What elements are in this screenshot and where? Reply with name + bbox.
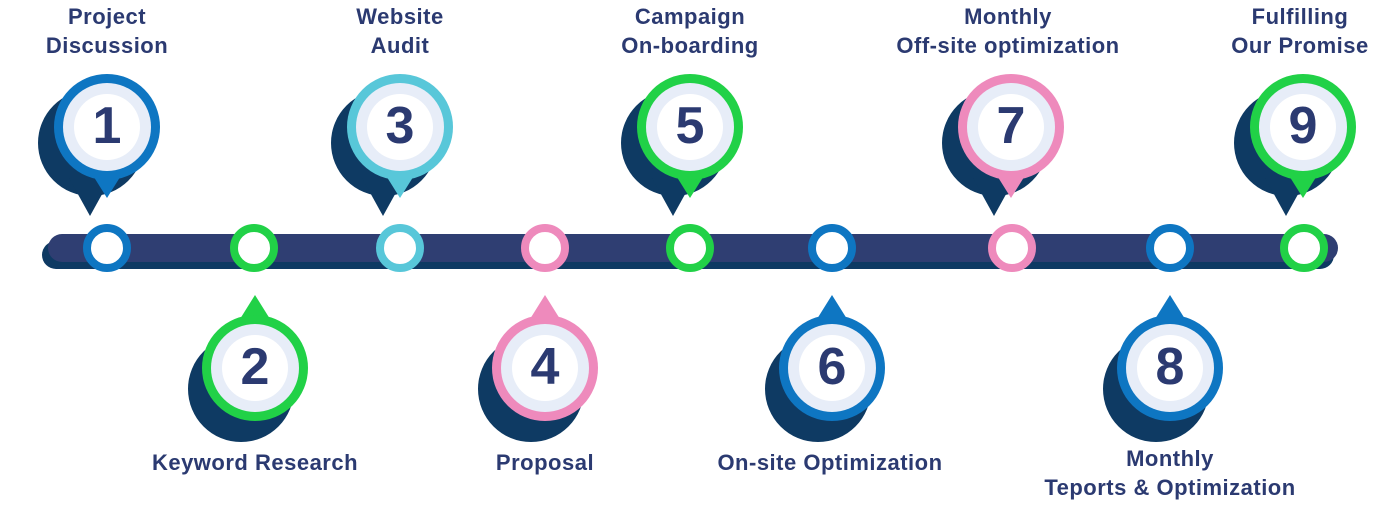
label-step-1: Project Discussion: [45, 4, 169, 58]
step-number: 5: [675, 97, 705, 155]
timeline-node-8: [1146, 224, 1194, 272]
timeline-node-3: [376, 224, 424, 272]
pin-circle: 5: [637, 74, 743, 180]
timeline-node-6: [808, 224, 856, 272]
label-step-4: Proposal: [495, 450, 595, 475]
pin-circle: 7: [958, 74, 1064, 180]
pin-circle: 2: [202, 315, 308, 421]
step-number: 4: [530, 338, 560, 396]
pin-step-6: 6: [765, 295, 885, 442]
label-step-9: Fulfilling Our Promise: [1231, 4, 1369, 58]
pin-circle: 8: [1117, 315, 1223, 421]
label-step-5: Campaign On-boarding: [621, 4, 759, 58]
pin-step-2: 2: [188, 295, 308, 442]
pin-step-7: 7: [942, 74, 1064, 216]
pin-circle: 3: [347, 74, 453, 180]
pin-circle: 6: [779, 315, 885, 421]
timeline-node-4: [521, 224, 569, 272]
step-number: 3: [385, 97, 415, 155]
label-step-6: On-site Optimization: [717, 450, 943, 475]
step-number: 6: [817, 338, 847, 396]
pin-step-5: 5: [621, 74, 743, 216]
step-number: 2: [240, 338, 270, 396]
pin-step-8: 8: [1103, 295, 1223, 442]
label-step-7: Monthly Off-site optimization: [896, 4, 1120, 58]
label-step-8: Monthly Teports & Optimization: [1044, 446, 1296, 500]
pin-circle: 1: [54, 74, 160, 180]
pin-circle: 9: [1250, 74, 1356, 180]
pin-step-4: 4: [478, 295, 598, 442]
pin-step-1: 1: [38, 74, 160, 216]
timeline-node-5: [666, 224, 714, 272]
timeline-node-2: [230, 224, 278, 272]
pin-step-3: 3: [331, 74, 453, 216]
timeline-node-9: [1280, 224, 1328, 272]
step-number: 1: [92, 97, 122, 155]
step-number: 8: [1155, 338, 1185, 396]
step-number: 7: [996, 97, 1026, 155]
label-step-3: Website Audit: [356, 4, 444, 58]
step-number: 9: [1288, 97, 1318, 155]
pin-circle: 4: [492, 315, 598, 421]
timeline-node-7: [988, 224, 1036, 272]
timeline-node-1: [83, 224, 131, 272]
label-step-2: Keyword Research: [151, 450, 359, 475]
pin-step-9: 9: [1234, 74, 1356, 216]
